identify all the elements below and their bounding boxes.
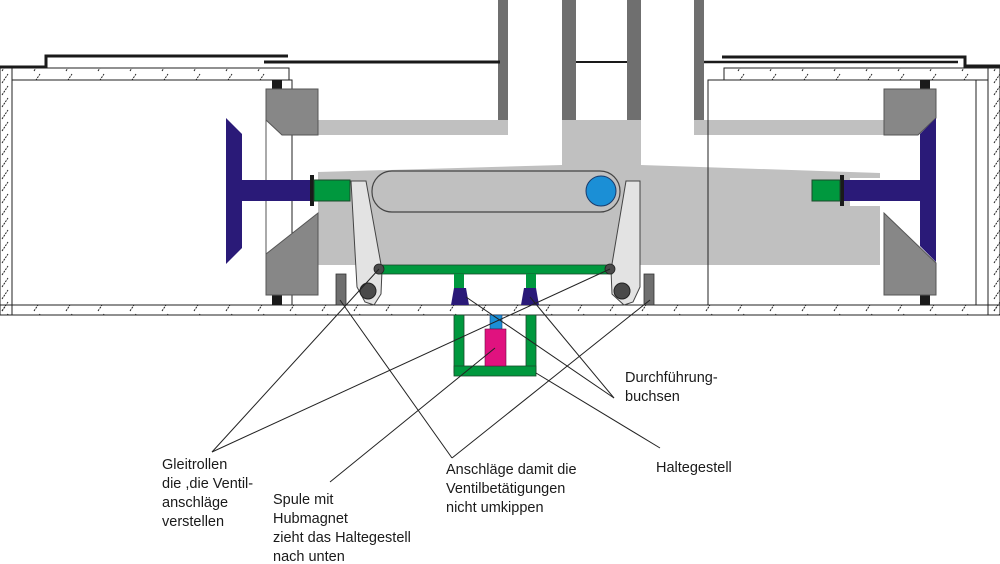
leader-spule	[329, 347, 496, 483]
frame-lower-left	[453, 314, 465, 374]
leader-anschlaege-b	[451, 299, 651, 459]
left-valve-seat	[265, 80, 319, 305]
leader-durchfuehrung-b	[529, 296, 615, 399]
label-durchfuehrung: Durchführung- buchsen	[625, 370, 718, 405]
upper-channel	[318, 120, 508, 135]
bushing-right	[521, 288, 539, 305]
cover-line-right	[722, 55, 1000, 68]
left-disc-plate	[226, 118, 242, 264]
right-rocker-roller	[613, 282, 631, 300]
port-wall-left-outer	[498, 0, 508, 120]
upper-channel-right	[694, 120, 884, 135]
frame-top-bar	[377, 264, 613, 275]
housing-top-left	[11, 67, 290, 81]
leader-gleitrollen-b	[211, 268, 611, 453]
left-disc-collar	[310, 175, 314, 206]
left-seat-lower	[265, 211, 319, 296]
leader-haltegestell	[535, 372, 661, 449]
left-rocker-roller	[359, 282, 377, 300]
housing-top-right	[723, 67, 989, 81]
stop-left	[335, 273, 347, 306]
housing-right-wall	[987, 67, 1000, 316]
port-wall-right-inner	[627, 0, 641, 120]
right-seat-upper	[883, 88, 937, 136]
right-rocker	[610, 180, 641, 306]
housing-inner-right	[707, 79, 977, 306]
stop-right	[643, 273, 655, 306]
right-seat-lower	[883, 211, 937, 296]
shaft-dot	[585, 175, 617, 207]
leader-durchfuehrung-a	[465, 296, 615, 399]
label-gleitrollen: Gleitrollen die ,die Ventil- anschläge v…	[162, 457, 254, 530]
label-haltegestell: Haltegestell	[656, 460, 732, 476]
leader-anschlaege-a	[339, 299, 453, 459]
cam-slot	[371, 170, 621, 213]
label-anschlaege: Anschläge damit die Ventilbetätigungen n…	[446, 462, 577, 516]
left-actuator-tip	[313, 179, 351, 202]
frame-leg-left	[454, 274, 464, 288]
right-valve-disc	[811, 118, 936, 262]
right-seat-post-top	[920, 80, 930, 89]
right-disc-collar	[840, 175, 844, 206]
leader-gleitrollen-a	[211, 268, 380, 453]
port-wall-right-outer	[694, 0, 704, 120]
right-disc-plate	[920, 118, 936, 262]
left-valve-disc	[226, 118, 351, 264]
right-actuator-tip	[811, 179, 841, 202]
housing-bottom-wall	[0, 304, 1000, 316]
bushing-left	[451, 288, 469, 305]
right-disc-stem	[843, 180, 923, 201]
leader-lines	[211, 268, 661, 483]
solenoid-coil	[484, 328, 507, 367]
right-seat-post-bottom	[920, 295, 930, 305]
frame-leg-right	[526, 274, 536, 288]
left-seat-post-top	[272, 80, 282, 89]
cover-line-left	[0, 54, 288, 69]
left-seat-post-bottom	[272, 295, 282, 305]
label-spule: Spule mit Hubmagnet zieht das Haltegeste…	[273, 492, 411, 564]
left-seat-upper	[265, 88, 319, 136]
left-disc-stem	[242, 180, 312, 201]
upper-ports	[498, 0, 704, 120]
right-valve-seat	[883, 80, 937, 305]
housing-left-wall	[0, 67, 13, 316]
port-wall-left-inner	[562, 0, 576, 120]
